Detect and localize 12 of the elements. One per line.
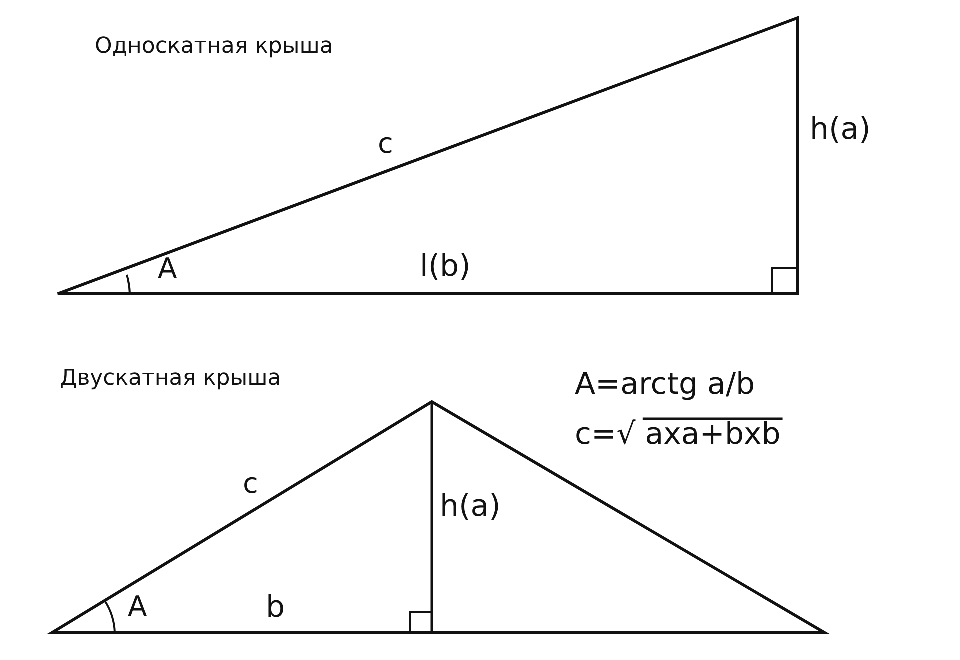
angle-label: A [158, 255, 178, 283]
side-label: b [266, 593, 286, 623]
heading: Двускатная крыша [60, 368, 282, 390]
side-label: h(a) [440, 492, 501, 522]
side-label: l(b) [420, 252, 471, 282]
formula: c=√ axa+bxb [575, 420, 781, 450]
angle-label: A [128, 593, 148, 621]
formula: A=arctg a/b [575, 370, 756, 400]
side-label: c [243, 470, 258, 498]
side-label: h(a) [810, 115, 871, 145]
heading: Односкатная крыша [95, 36, 334, 58]
side-label: c [378, 130, 394, 158]
